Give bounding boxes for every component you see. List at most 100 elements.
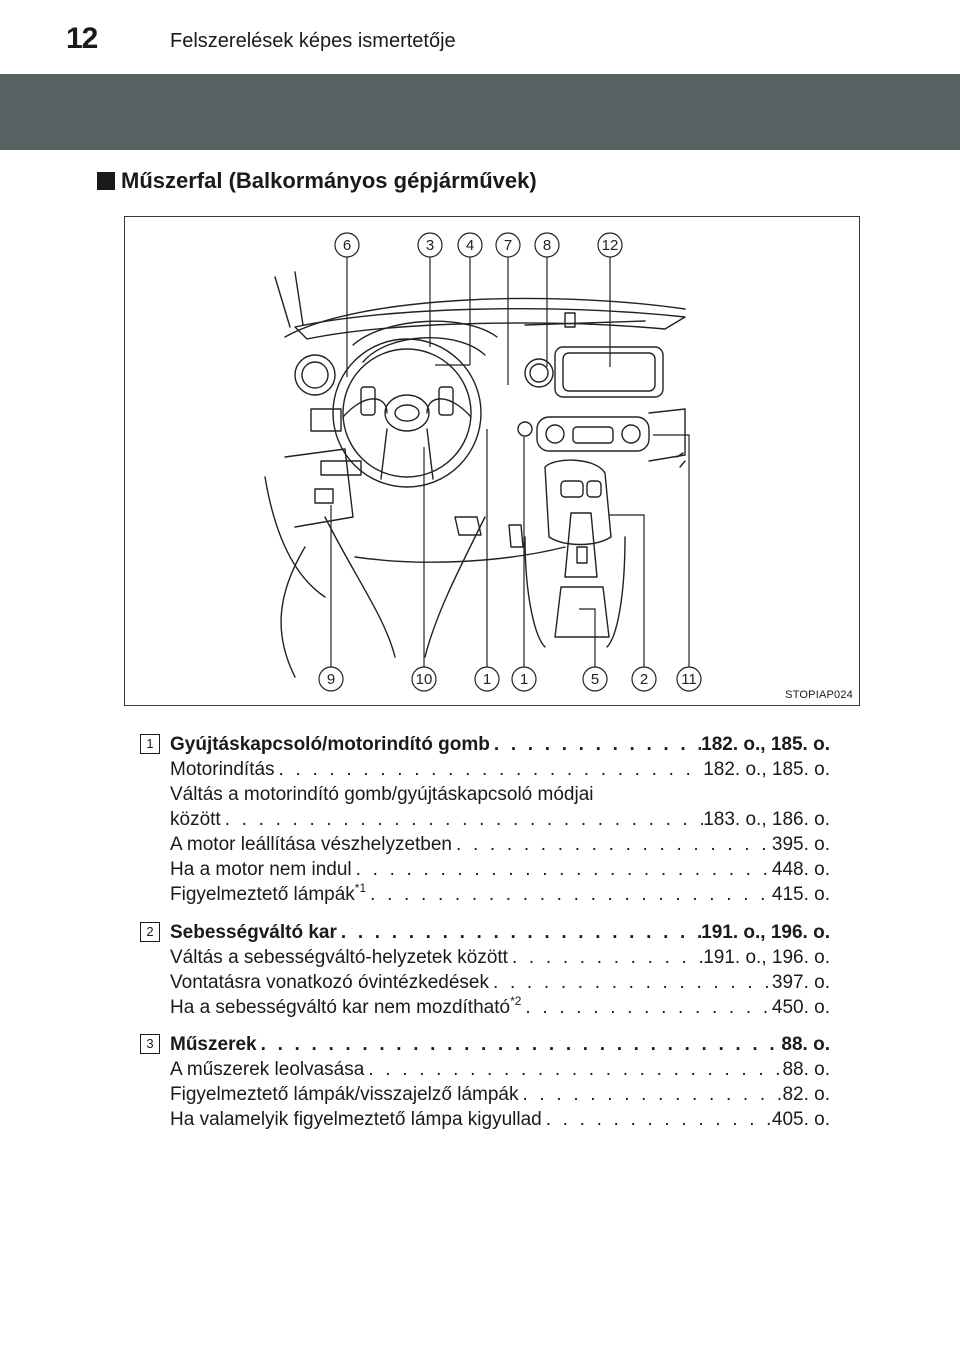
callout-top-3: 3 [417,232,443,258]
entry-item-pages: 450. o. [771,997,830,1018]
entry-item-pages: 415. o. [771,884,830,905]
dot-leader: . . . . . . . . . . . . . . . . . . . . … [370,884,772,905]
callout-bottom-label: 2 [640,671,648,688]
entry-item: A motor leállítása vészhelyzetben . . . … [170,832,830,857]
entry-item-text: Vontatásra vonatkozó óvintézkedések [170,972,489,993]
page-header-title: Felszerelések képes ismertetője [170,30,456,52]
dot-leader: . . . . . . . . . . . . . . . . . . . . … [260,1034,782,1055]
entry-item-pages: 191. o., 196. o. [703,947,830,968]
dashboard-illustration: 6 3 4 7 8 12 [264,232,702,692]
entry-item: Ha a motor nem indul . . . . . . . . . .… [170,857,830,882]
center-display [554,346,664,398]
callout-bottom-10: 10 [411,666,437,692]
callout-bottom-1b: 1 [511,666,537,692]
callout-bottom-label: 10 [416,671,433,688]
entry-item-text: Figyelmeztető lámpák [170,884,355,905]
entry-item: Ha a sebességváltó kar nem mozdítható*2 … [170,995,830,1020]
entry-item: Figyelmeztető lámpák/visszajelző lámpák … [170,1082,830,1107]
entry-item-pages: 395. o. [771,834,830,855]
entry-item-pages: 405. o. [771,1109,830,1130]
entry-title-pages: 182. o., 185. o. [701,734,830,755]
entry-title: Sebességváltó kar . . . . . . . . . . . … [170,920,830,945]
figure-code: STOPIAP024 [785,689,853,701]
dashboard-figure: 6 3 4 7 8 12 [124,216,860,706]
callout-top-label: 3 [426,237,434,254]
callout-bottom-label: 11 [681,671,697,688]
entry-title: Gyújtáskapcsoló/motorindító gomb . . . .… [170,732,830,757]
gear-shifter [564,512,598,578]
callout-bottom-label: 9 [327,671,335,688]
dot-leader: . . . . . . . . . . . . . . . . . . . . … [278,759,704,780]
entry-item-text: Váltás a motorindító gomb/gyújtáskapcsol… [170,784,594,805]
entry-title-pages: 191. o., 196. o. [701,922,830,943]
section-heading-text: Műszerfal (Balkormányos gépjárművek) [121,168,537,193]
dot-leader: . . . . . . . . . . . . . . . . . . . . … [522,1084,782,1105]
section-bullet-icon [97,172,115,190]
dot-leader: . . . . . . . . . . . . . . . . . . . . … [492,972,772,993]
entry-item: Motorindítás . . . . . . . . . . . . . .… [170,757,830,782]
dot-leader: . . . . . . . . . . . . . . . . . . . . … [340,922,701,943]
center-console [544,459,612,546]
callout-top-label: 7 [504,237,512,254]
entry-number: 2 [140,922,160,942]
entry-item-pages: 397. o. [771,972,830,993]
start-button [517,421,533,437]
callout-top-label: 6 [343,237,351,254]
dot-leader: . . . . . . . . . . . . . . . . . . . . … [545,1109,772,1130]
center-vent [524,358,554,388]
left-vent [294,354,336,396]
entry-item-pages: 182. o., 185. o. [703,759,830,780]
entry-item: Vontatásra vonatkozó óvintézkedések . . … [170,970,830,995]
steering-wheel-rim [332,338,482,488]
entry-item-text: Figyelmeztető lámpák/visszajelző lámpák [170,1084,519,1105]
callout-top-7: 7 [495,232,521,258]
callout-top-label: 4 [466,237,474,254]
entry-title-pages: 88. o. [781,1034,830,1055]
entry-item: Váltás a motorindító gomb/gyújtáskapcsol… [170,782,830,807]
entry-item-text: Motorindítás [170,759,275,780]
callout-bottom-2: 2 [631,666,657,692]
entry-item-pages: 448. o. [771,859,830,880]
callout-top-label: 8 [543,237,551,254]
callout-bottom-1a: 1 [474,666,500,692]
entry-item-text: Ha a motor nem indul [170,859,352,880]
section-heading: Műszerfal (Balkormányos gépjárművek) [97,168,537,194]
page-number: 12 [66,22,98,55]
entry-item-pages: 88. o. [782,1059,830,1080]
dot-leader: . . . . . . . . . . . . . . . . . . . . … [493,734,701,755]
callout-top-4: 4 [457,232,483,258]
entry-item: Ha valamelyik figyelmeztető lámpa kigyul… [170,1107,830,1132]
entry-item-text: A műszerek leolvasása [170,1059,365,1080]
dot-leader: . . . . . . . . . . . . . . . . . . . . … [525,997,772,1018]
a-pillar-line [274,276,291,328]
entry-title-text: Műszerek [170,1034,257,1055]
header-band [0,74,960,150]
entry-item-text: között [170,809,221,830]
callout-bottom-label: 1 [520,671,528,688]
callout-top-8: 8 [534,232,560,258]
dot-leader: . . . . . . . . . . . . . . . . . . . . … [355,859,772,880]
entry-number: 3 [140,1034,160,1054]
dot-leader: . . . . . . . . . . . . . . . . . . . . … [368,1059,782,1080]
entry-number: 1 [140,734,160,754]
dot-leader: . . . . . . . . . . . . . . . . . . . . … [511,947,703,968]
callout-top-12: 12 [597,232,623,258]
entry-item-text: Váltás a sebességváltó-helyzetek között [170,947,508,968]
steering-hub [384,394,430,432]
entry-item-pages: 183. o., 186. o. [703,809,830,830]
entry-item-text: Ha valamelyik figyelmeztető lámpa kigyul… [170,1109,542,1130]
dot-leader: . . . . . . . . . . . . . . . . . . . . … [224,809,704,830]
entry-item: között . . . . . . . . . . . . . . . . .… [170,807,830,832]
entry-title-text: Sebességváltó kar [170,922,337,943]
entry-title: Műszerek . . . . . . . . . . . . . . . .… [170,1032,830,1057]
callout-top-6: 6 [334,232,360,258]
entry-title-text: Gyújtáskapcsoló/motorindító gomb [170,734,490,755]
entry-item: Váltás a sebességváltó-helyzetek között … [170,945,830,970]
callout-bottom-9: 9 [318,666,344,692]
footnote-marker: *2 [510,994,522,1008]
callout-bottom-11: 11 [676,666,702,692]
entry-item: Figyelmeztető lámpák*1 . . . . . . . . .… [170,882,830,907]
entry-item-text: A motor leállítása vészhelyzetben [170,834,452,855]
entry-item: A műszerek leolvasása . . . . . . . . . … [170,1057,830,1082]
callout-top-label: 12 [602,237,619,254]
